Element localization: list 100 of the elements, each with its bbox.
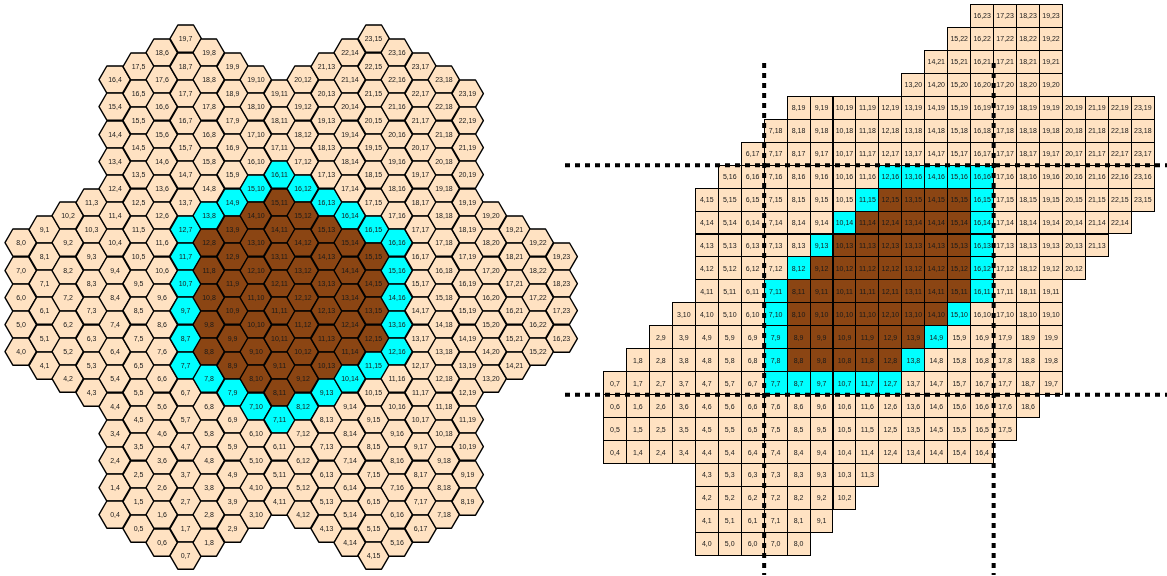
hex-cell — [545, 243, 578, 271]
grid-cell — [855, 118, 880, 143]
grid-cell — [970, 279, 995, 304]
grid-cell — [855, 256, 880, 281]
grid-cell — [1062, 233, 1086, 258]
grid-cell — [947, 417, 972, 442]
grid-cell — [901, 95, 926, 120]
grid-cell — [1039, 4, 1063, 28]
grid-cell — [993, 348, 1018, 373]
grid-cell — [970, 302, 995, 327]
grid-cell — [855, 440, 880, 464]
grid-cell — [970, 348, 995, 373]
grid-cell — [648, 348, 673, 373]
hex-cell — [381, 528, 413, 556]
hex-cell — [357, 542, 390, 570]
grid-cell — [717, 256, 742, 281]
grid-cell — [603, 417, 627, 442]
grid-cell — [878, 210, 903, 235]
grid-cell — [786, 302, 811, 327]
grid-cell — [694, 508, 719, 533]
grid-cell — [1016, 348, 1041, 373]
grid-cell — [993, 256, 1018, 281]
grid-cell — [1039, 187, 1063, 212]
grid-cell — [878, 325, 903, 350]
hex-cell — [451, 134, 484, 162]
grid-cell — [717, 348, 742, 373]
hex-cell — [404, 515, 437, 543]
grid-cell — [993, 4, 1018, 28]
grid-cell — [1016, 26, 1041, 51]
grid-cell — [924, 348, 949, 373]
grid-cell — [763, 118, 788, 143]
grid-cell — [1016, 210, 1041, 235]
grid-cell — [809, 463, 834, 487]
grid-cell — [832, 279, 857, 304]
grid-cell — [947, 325, 972, 350]
grid-cell — [1016, 233, 1041, 258]
grid-cell — [970, 256, 995, 281]
grid-cell — [947, 72, 972, 97]
grid-cell — [809, 302, 834, 327]
grid-cell — [671, 440, 696, 464]
grid-cell — [625, 348, 650, 373]
grid-cell — [855, 187, 880, 212]
grid-cell — [924, 118, 949, 143]
grid-cell — [947, 49, 972, 74]
grid-cell — [901, 440, 926, 464]
grid-cell — [1016, 256, 1041, 281]
grid-cell — [1062, 95, 1086, 120]
grid-cell — [1107, 95, 1132, 120]
grid-cell — [901, 256, 926, 281]
grid-cell — [786, 279, 811, 304]
grid-cell — [901, 187, 926, 212]
hex-cell — [193, 528, 225, 556]
grid-cell — [809, 279, 834, 304]
grid-cell — [855, 417, 880, 442]
grid-cell — [786, 348, 811, 373]
grid-cell — [878, 279, 903, 304]
grid-cell — [1016, 394, 1041, 419]
grid-cell — [993, 302, 1018, 327]
grid-cell — [901, 302, 926, 327]
grid-cell — [901, 279, 926, 304]
grid-cell — [1039, 118, 1063, 143]
hex-cell — [451, 79, 484, 107]
grid-cell — [924, 49, 949, 74]
grid-cell — [1016, 4, 1041, 28]
grid-cell — [855, 233, 880, 258]
grid-cell — [832, 325, 857, 350]
grid-cell — [970, 4, 995, 28]
grid-cell — [855, 463, 880, 487]
hex-cell — [451, 460, 484, 488]
grid-cell — [717, 463, 742, 487]
grid-cell — [924, 440, 949, 464]
grid-cell — [855, 348, 880, 373]
grid-cell — [603, 394, 627, 419]
grid-cell — [947, 302, 972, 327]
grid-cell — [1016, 325, 1041, 350]
hex-cell — [451, 487, 484, 515]
grid-cell — [717, 302, 742, 327]
grid-cell — [786, 256, 811, 281]
grid-cell — [832, 417, 857, 442]
grid-cell — [1016, 118, 1041, 143]
grid-cell — [924, 325, 949, 350]
grid-cell — [809, 417, 834, 442]
grid-cell — [1016, 95, 1041, 120]
grid-cell — [832, 302, 857, 327]
grid-cell — [855, 371, 880, 396]
grid-cell — [947, 233, 972, 258]
grid-cell — [694, 417, 719, 442]
grid-cell — [1016, 49, 1041, 74]
grid-cell — [717, 279, 742, 304]
grid-cell — [832, 256, 857, 281]
grid-cell — [1016, 371, 1041, 396]
grid-cell — [970, 49, 995, 74]
hex-cell — [545, 270, 578, 298]
grid-cell — [878, 302, 903, 327]
grid-cell — [694, 187, 719, 212]
hex-cell — [334, 528, 366, 556]
grid-cell — [717, 440, 742, 464]
grid-cell — [878, 440, 903, 464]
grid-cell — [1062, 256, 1086, 281]
grid-cell — [993, 26, 1018, 51]
